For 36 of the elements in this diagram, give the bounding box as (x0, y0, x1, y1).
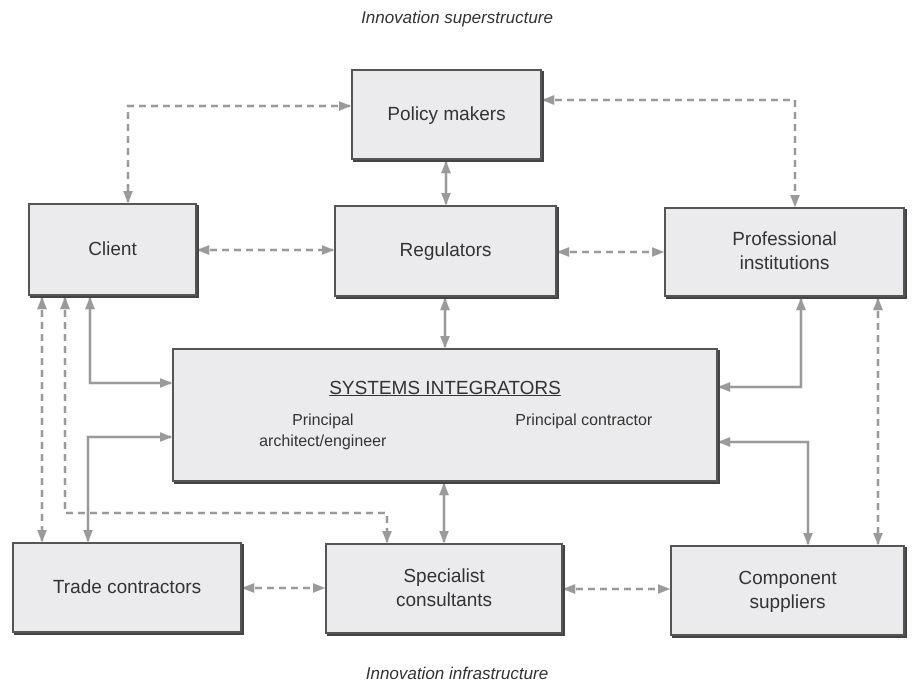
connector-arrow (123, 101, 352, 204)
process-box (172, 348, 718, 482)
connector-arrow (60, 296, 392, 544)
connector-arrow (556, 247, 664, 257)
box-subtext: Principal contractor (515, 411, 652, 432)
connector-arrow (83, 432, 172, 542)
connector-arrow (242, 583, 326, 593)
box-label: Trade contractors (52, 576, 202, 600)
connector-arrow (196, 245, 334, 255)
box-subtext: Principal architect/engineer (258, 411, 388, 452)
connector-arrow (873, 298, 883, 546)
diagram-caption: Innovation infrastructure (366, 664, 548, 683)
process-box (334, 205, 557, 297)
process-box (351, 69, 542, 160)
box-label: Policy makers (387, 102, 506, 126)
connector-arrow (441, 160, 451, 206)
connector-arrow (440, 298, 450, 348)
connector-arrow (542, 95, 800, 208)
connector-arrow (439, 482, 449, 544)
connector-arrow (85, 296, 172, 388)
diagram-title: Innovation superstructure (361, 8, 553, 27)
process-box (664, 207, 905, 297)
connector-arrow (718, 437, 813, 546)
process-box (28, 203, 197, 296)
box-label: Client (88, 238, 137, 262)
box-label: Professional institutions (731, 228, 838, 276)
process-box (12, 542, 242, 633)
process-box (325, 543, 563, 634)
connector-arrow (718, 298, 806, 392)
connector-arrow (562, 584, 670, 594)
box-label: Component suppliers (737, 566, 838, 614)
box-heading: SYSTEMS INTEGRATORS (329, 377, 561, 402)
connector-arrow (37, 296, 47, 542)
box-label: Regulators (400, 239, 492, 263)
box-label: Specialist consultants (394, 564, 494, 612)
process-box (670, 545, 905, 636)
